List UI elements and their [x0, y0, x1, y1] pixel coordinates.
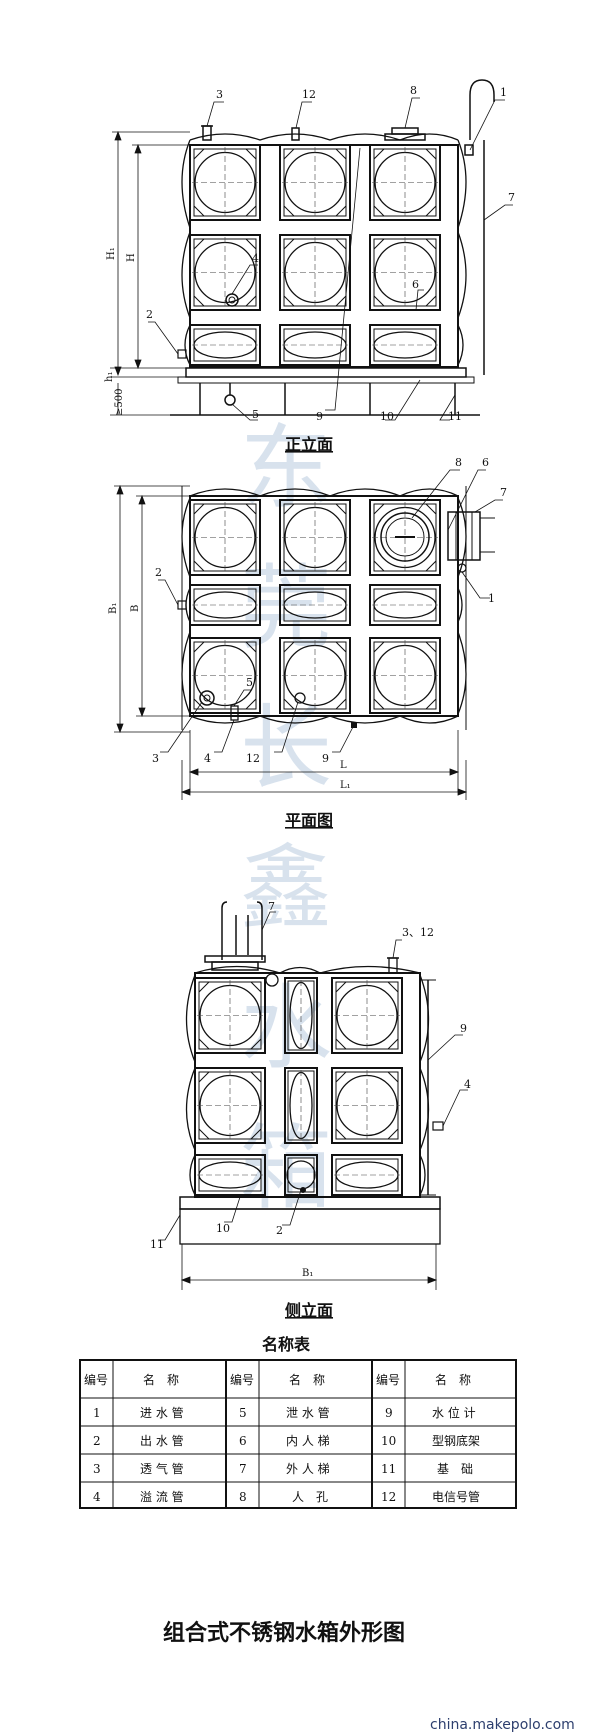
table-cell-name: 电信号管	[432, 1489, 480, 1504]
table-cell-name: 水 位 计	[432, 1405, 476, 1420]
table-cell-name: 外 人 梯	[286, 1462, 330, 1476]
front-label: 6	[412, 278, 419, 291]
dim-b: B	[130, 605, 141, 612]
front-view-title: 正立面	[285, 435, 333, 454]
plan-label: 9	[322, 752, 329, 765]
table-cell-name: 人 孔	[292, 1490, 328, 1504]
watermark-char: 水	[240, 975, 332, 1082]
plan-label: 7	[500, 486, 507, 499]
dim-h1-total: H₁	[106, 247, 117, 260]
table-header-name: 名 称	[143, 1372, 179, 1387]
dim-l1: L₁	[340, 780, 351, 791]
plan-view-title: 平面图	[285, 811, 333, 830]
table-cell-name: 溢 流 管	[140, 1489, 184, 1504]
watermark-char: 长	[240, 695, 332, 802]
side-label: 3、12	[402, 926, 434, 939]
front-label: 1	[500, 86, 507, 99]
table-cell-name: 内 人 梯	[286, 1434, 330, 1448]
dim-side-b1: B₁	[302, 1268, 313, 1279]
table-cell-no: 3	[93, 1462, 101, 1476]
front-label: 4	[252, 252, 259, 265]
plan-label: 3	[152, 752, 159, 765]
plan-label: 12	[246, 752, 260, 765]
table-header-name: 名 称	[289, 1372, 325, 1387]
side-label: 4	[464, 1078, 471, 1091]
table-cell-no: 5	[239, 1406, 247, 1420]
side-label: 10	[216, 1222, 230, 1235]
table-cell-no: 9	[385, 1406, 393, 1420]
plan-view: 8 6 7 1 2 5 3 4 12 9 B₁ B L L₁ 平面图	[108, 456, 507, 830]
table-title: 名称表	[262, 1335, 311, 1354]
dim-l: L	[340, 760, 347, 771]
table-cell-name: 出 水 管	[140, 1433, 184, 1448]
table-cell-no: 6	[239, 1434, 247, 1448]
front-label: 5	[252, 408, 259, 421]
plan-label: 6	[482, 456, 489, 469]
dim-h1-base: h₁	[104, 372, 115, 382]
table-cell-name: 型钢底架	[432, 1433, 480, 1448]
front-label: 12	[302, 88, 316, 101]
table-cell-name: 基 础	[437, 1462, 473, 1476]
main-title: 组合式不锈钢水箱外形图	[163, 1620, 405, 1646]
table-cell-no: 7	[239, 1462, 247, 1476]
side-label: 9	[460, 1022, 467, 1035]
table-cell-no: 4	[93, 1490, 101, 1504]
plan-label: 2	[155, 566, 162, 579]
front-label: 11	[448, 410, 462, 423]
table-cell-no: 12	[381, 1490, 396, 1504]
front-label: 7	[508, 191, 515, 204]
table-cell-no: 2	[93, 1434, 101, 1448]
table-cell-name: 透 气 管	[140, 1461, 184, 1476]
front-label: 3	[216, 88, 223, 101]
side-view-title: 侧立面	[285, 1301, 333, 1320]
dim-b1: B₁	[108, 603, 119, 614]
watermark-char: 鑫	[240, 835, 332, 942]
table-cell-no: 11	[381, 1462, 396, 1476]
plan-label: 8	[455, 456, 462, 469]
source-footer: china.makepolo.com	[430, 1717, 575, 1733]
plan-label: 1	[488, 592, 495, 605]
side-label: 7	[268, 900, 275, 913]
front-elevation: 3 12 8 1 7 4 6 2 5 9 10 11 H₁ H h₁ ≥500 …	[104, 79, 515, 454]
side-elevation: 7 3、12 9 4 11 10 2 B₁ 侧立面	[150, 900, 471, 1320]
table-header-no: 编号	[230, 1372, 254, 1387]
front-label: 2	[146, 308, 153, 321]
front-label: 10	[380, 410, 394, 423]
dim-base-height: ≥500	[114, 389, 125, 416]
front-label: 8	[410, 84, 417, 97]
plan-label: 5	[246, 676, 253, 689]
table-cell-name: 进 水 管	[140, 1405, 184, 1420]
table-cell-no: 8	[239, 1490, 247, 1504]
dim-h: H	[126, 253, 137, 262]
table-header-name: 名 称	[435, 1372, 471, 1387]
table-cell-no: 10	[381, 1434, 396, 1448]
name-table: 名称表 编号 名 称 编号 名 称 编号 名 称 1 进 水 管 5 泄 水 管…	[79, 1335, 517, 1509]
side-label: 11	[150, 1238, 164, 1251]
watermark-char: 东	[240, 415, 332, 522]
plan-label: 4	[204, 752, 211, 765]
table-header-no: 编号	[84, 1372, 108, 1387]
side-label: 2	[276, 1224, 283, 1237]
table-cell-name: 泄 水 管	[286, 1405, 330, 1420]
front-label: 9	[316, 410, 323, 423]
table-cell-no: 1	[93, 1406, 101, 1420]
table-header-no: 编号	[376, 1372, 400, 1387]
watermark-char: 箱	[240, 1115, 332, 1222]
